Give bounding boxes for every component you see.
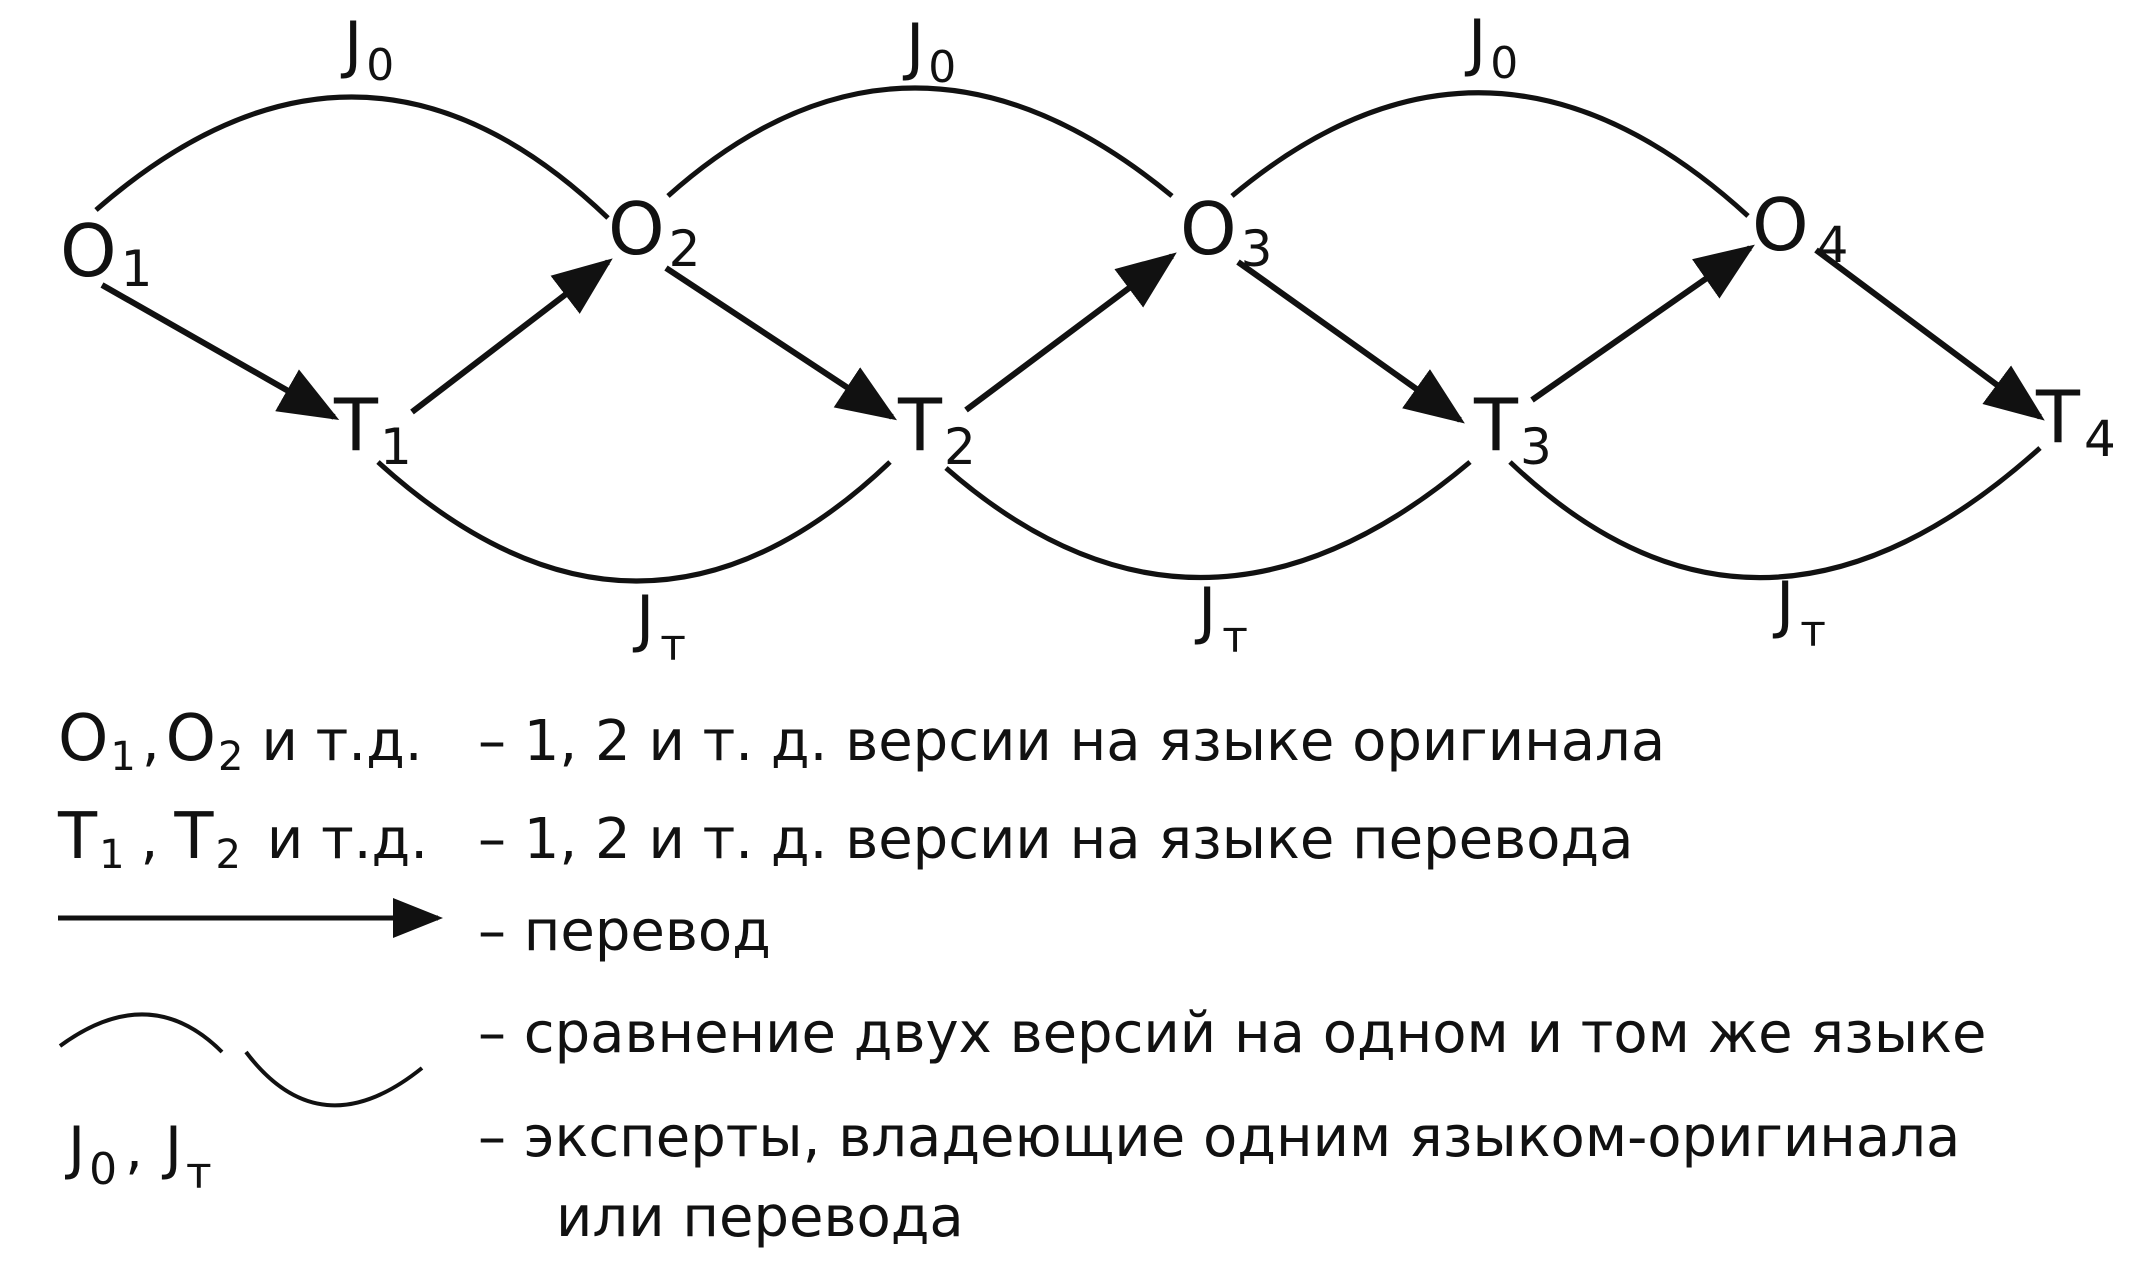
node-t2: T2	[897, 383, 976, 476]
legend-arc-sample-lower	[244, 1050, 424, 1108]
arrow-t1-o2	[410, 258, 613, 415]
node-t4: T4	[2035, 375, 2116, 468]
legend-row-experts-term: J0,Jт	[65, 1114, 212, 1199]
arrow-o3-t3	[1236, 259, 1465, 424]
legend-row-arrow-desc: – перевод	[478, 899, 771, 964]
arrow-o4-t4	[1814, 247, 2045, 421]
legend-row-originals-desc: – 1, 2 и т. д. версии на языке оригинала	[478, 709, 1665, 774]
arc-t1-t2	[376, 460, 892, 584]
legend-row-translations-desc: – 1, 2 и т. д. версии на языке перевода	[478, 807, 1633, 872]
expert-label-top-2: J0	[902, 10, 956, 93]
translation-arrows	[100, 244, 2045, 424]
node-o2: O2	[608, 187, 700, 278]
arc-t2-t3	[944, 460, 1472, 580]
node-t1: T1	[333, 383, 412, 476]
legend-row-arc-desc: – сравнение двух версий на одном и том ж…	[478, 1001, 1986, 1066]
expert-label-top-3: J0	[1464, 6, 1518, 89]
arc-t3-t4	[1508, 446, 2042, 580]
translation-nodes: T1 T2 T3 T4	[333, 375, 2116, 476]
legend-row-experts-desc-line1: – эксперты, владеющие одним языком-ориги…	[478, 1105, 1960, 1170]
arrow-t2-o3	[964, 252, 1177, 413]
node-t3: T3	[1473, 383, 1552, 476]
node-o3: O3	[1180, 187, 1272, 278]
arc-o2-o3	[666, 85, 1174, 198]
arrow-o2-t2	[664, 265, 898, 421]
comparison-arcs	[94, 85, 2042, 584]
legend-arc-sample-upper	[58, 1012, 224, 1054]
arc-o3-o4	[1230, 90, 1750, 218]
arc-o1-o2	[94, 94, 610, 220]
node-o1: O1	[60, 209, 152, 298]
legend-row-experts-desc-line2: или перевода	[556, 1185, 964, 1250]
expert-label-top-1: J0	[340, 8, 394, 91]
arrow-t3-o4	[1530, 244, 1755, 403]
arrow-o1-t1	[100, 282, 340, 420]
